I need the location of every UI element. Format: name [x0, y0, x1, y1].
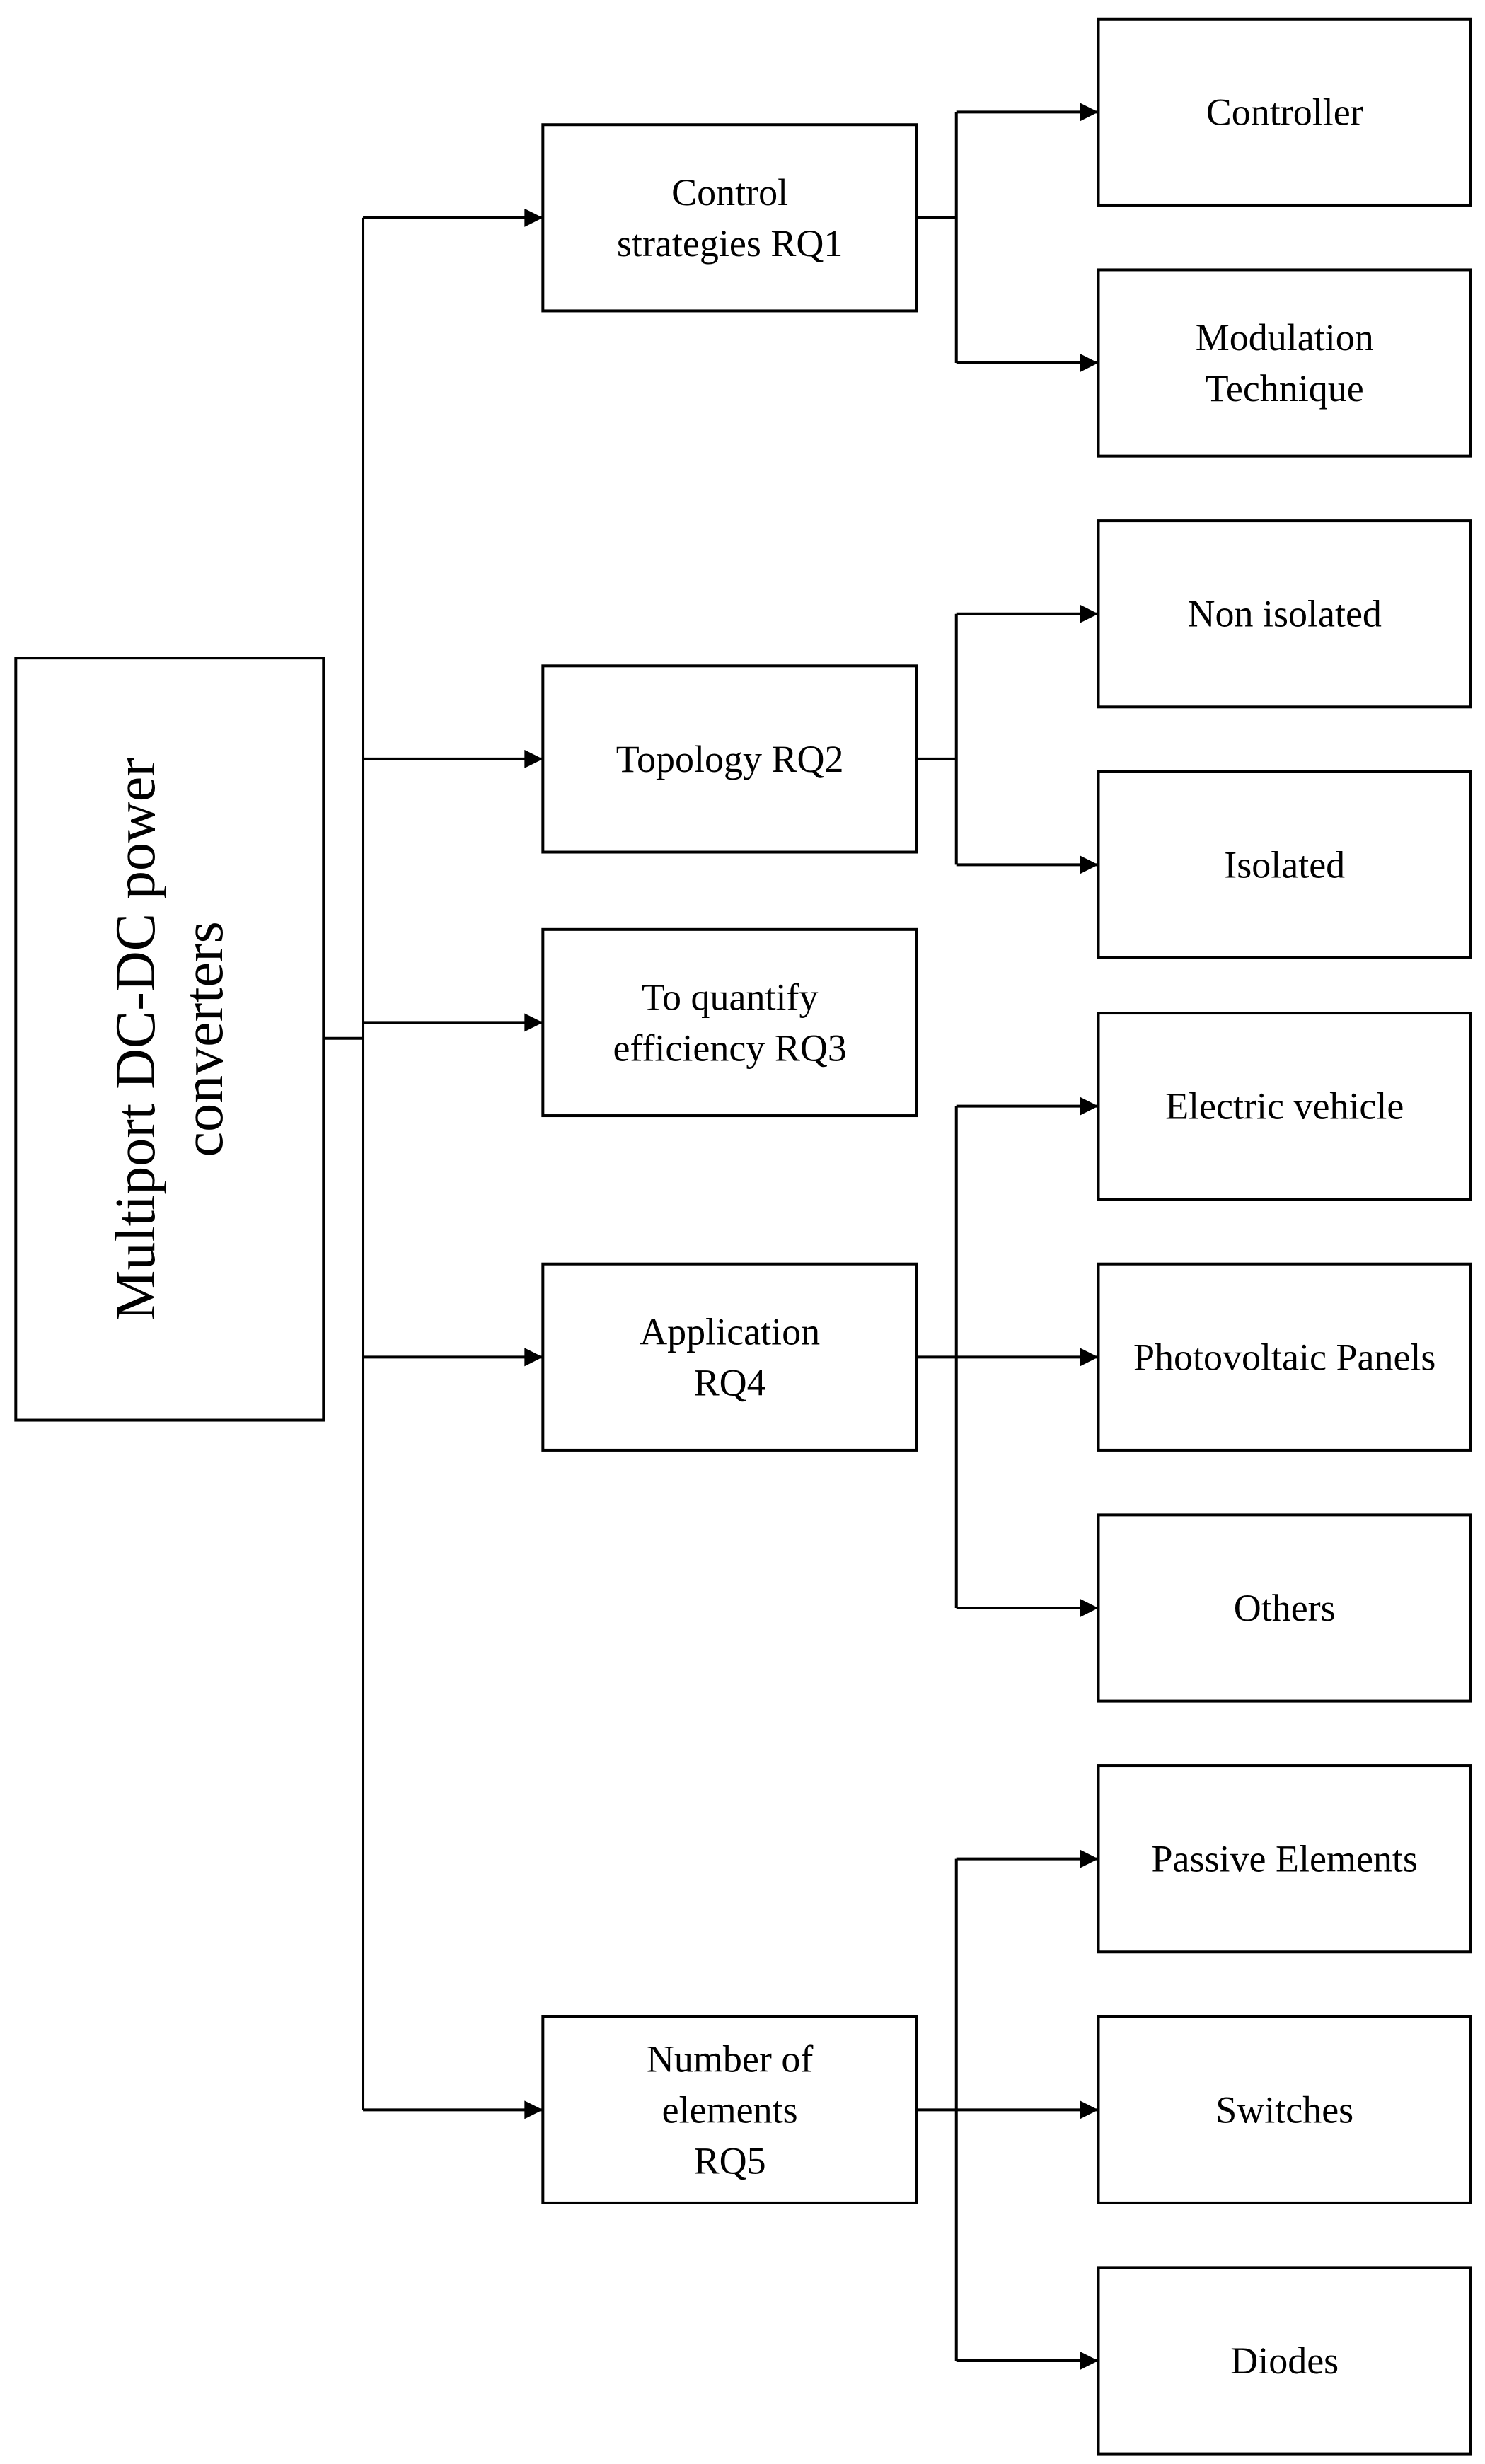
electric-vehicle-node-label: Electric vehicle — [1165, 1085, 1404, 1128]
rq1-node-label: Control — [671, 171, 788, 214]
modulation-technique-node-label: Modulation — [1196, 316, 1374, 359]
rq1-node-frame — [541, 123, 918, 313]
root-node-frame — [14, 657, 325, 1422]
rq3-node-label: To quantify — [642, 976, 819, 1018]
rq4-node-label: Application — [640, 1310, 820, 1353]
diodes-node-label: Diodes — [1230, 2339, 1339, 2382]
others-node: Others — [1097, 1513, 1472, 1703]
root-node-label: converters — [173, 921, 235, 1157]
switches-node: Switches — [1097, 2015, 1472, 2204]
rq1-node: Control strategies RQ1 — [541, 123, 918, 313]
rq3-node-frame — [541, 927, 918, 1118]
connectors — [323, 103, 1099, 2370]
photovoltaic-panels-node-frame — [1097, 1262, 1472, 1452]
root-node-label: Multiport DC-DC power — [105, 758, 167, 1321]
rq4-node-frame — [541, 1262, 918, 1452]
rq2-node: Topology RQ2 — [541, 664, 918, 854]
isolated-node-label: Isolated — [1224, 843, 1345, 886]
controller-node-label: Controller — [1206, 91, 1363, 133]
others-node-frame — [1097, 1513, 1472, 1703]
controller-node-frame — [1097, 17, 1472, 207]
rq2-node-label: Topology RQ2 — [616, 738, 844, 780]
modulation-technique-node-frame — [1097, 268, 1472, 458]
switches-node-frame — [1097, 2015, 1472, 2204]
rq5-node-label: RQ5 — [694, 2139, 766, 2182]
rq4-node-label: RQ4 — [694, 1361, 766, 1404]
photovoltaic-panels-node: Photovoltaic Panels — [1097, 1262, 1472, 1452]
photovoltaic-panels-node-label: Photovoltaic Panels — [1133, 1336, 1435, 1378]
rq3-node: To quantify efficiency RQ3 — [541, 927, 918, 1118]
others-node-label: Others — [1234, 1587, 1336, 1629]
rq5-node-label: elements — [662, 2088, 798, 2131]
non-isolated-node-frame — [1097, 519, 1472, 709]
non-isolated-node: Non isolated — [1097, 519, 1472, 709]
electric-vehicle-node: Electric vehicle — [1097, 1012, 1472, 1201]
passive-elements-node: Passive Elements — [1097, 1764, 1472, 1954]
passive-elements-node-frame — [1097, 1764, 1472, 1954]
switches-node-label: Switches — [1215, 2088, 1353, 2131]
rq5-node-frame — [541, 2015, 918, 2204]
rq1-node-label: strategies RQ1 — [617, 222, 843, 265]
electric-vehicle-node-frame — [1097, 1012, 1472, 1201]
controller-node: Controller — [1097, 17, 1472, 207]
rq3-node-label: efficiency RQ3 — [613, 1026, 846, 1069]
non-isolated-node-label: Non isolated — [1187, 593, 1381, 635]
rq2-node-frame — [541, 664, 918, 854]
diodes-node-frame — [1097, 2266, 1472, 2456]
modulation-technique-node-label: Technique — [1206, 367, 1364, 410]
isolated-node-frame — [1097, 770, 1472, 959]
isolated-node: Isolated — [1097, 770, 1472, 959]
diodes-node: Diodes — [1097, 2266, 1472, 2456]
passive-elements-node-label: Passive Elements — [1151, 1838, 1417, 1880]
rq5-node-label: Number of — [647, 2037, 813, 2080]
